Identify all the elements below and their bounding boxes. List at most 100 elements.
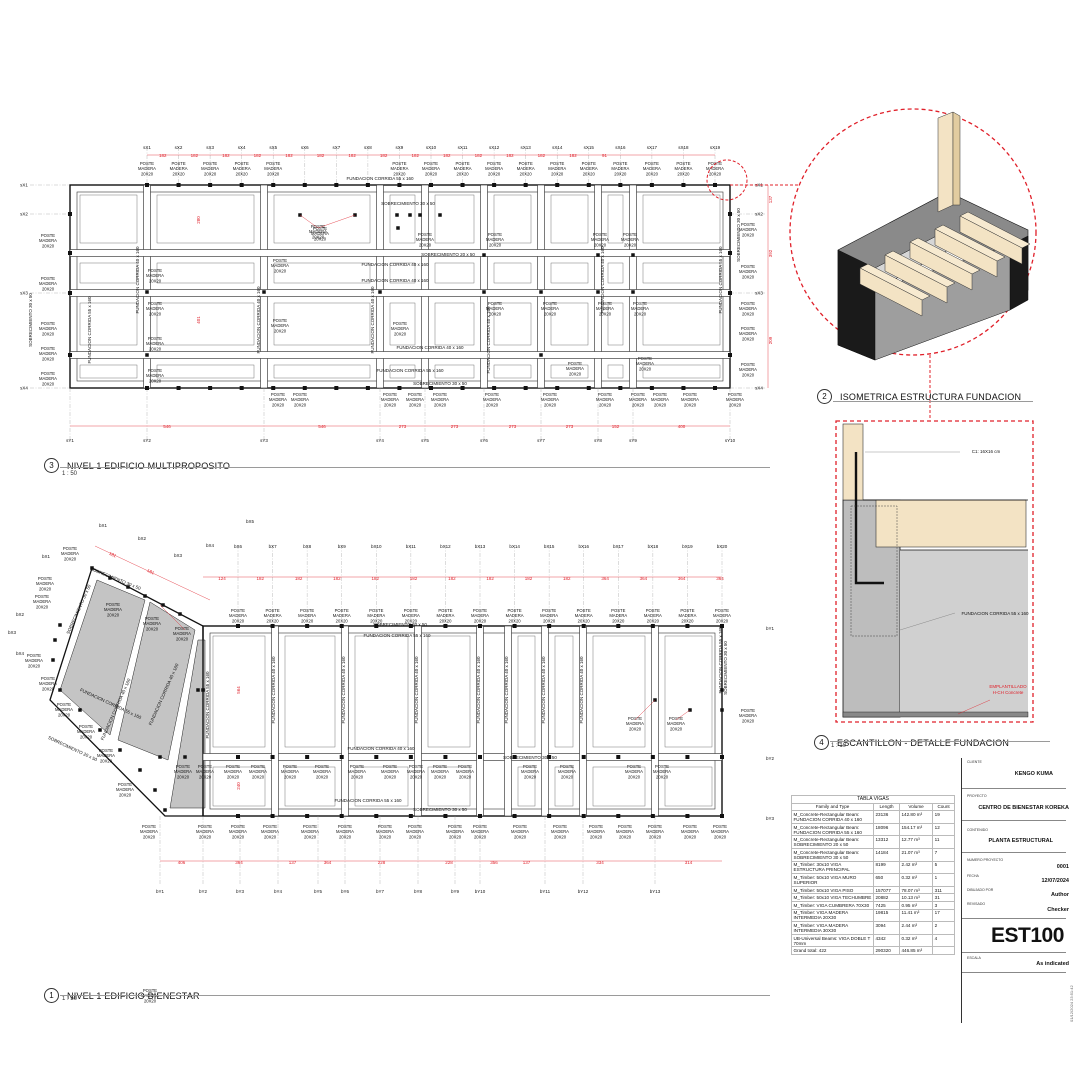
post-label: 20X20 [449,834,462,839]
tb-value: CENTRO DE BIENESTAR KOREKA [978,805,1069,811]
table-cell: 20882 [873,893,900,902]
post-label: MADERA [486,237,504,242]
post-label: POSTE [263,824,277,829]
wood-post [58,623,62,627]
post-label: 20X20 [204,171,217,176]
timber-joist-side [859,267,923,317]
foundation-label: FUNDACION CORRIDA 55 x 160 [718,626,723,694]
wood-post [138,768,142,772]
post-label: POSTE [655,764,669,769]
timber-joist-side [959,215,1023,265]
dimension-text: 182 [295,576,303,581]
grid-label: bX20 [717,544,728,549]
post-label: MADERA [626,721,644,726]
post-label: MADERA [174,769,192,774]
wood-post [438,213,442,217]
grid-label: sX16 [615,145,626,150]
post-label: MADERA [713,613,731,618]
table-row: M_Concrete-Rectangular Beam: FUNDACION C… [791,822,955,837]
post-label: MADERA [348,769,366,774]
post-label: POSTE [145,616,159,621]
post-label: 20X20 [599,402,612,407]
title-underline-2 [833,401,1033,402]
post-label: 20X20 [173,171,186,176]
grid-label: sX10 [426,145,437,150]
dimension-text: 182 [257,576,265,581]
table-cell: 290320 [873,946,900,955]
wood-post [365,183,370,187]
dimension-text: 546 [318,424,326,429]
foundation-label: SOBRECIMIENTO 30 x 50 [736,208,741,262]
post-label: POSTE [235,161,249,166]
post-label: 20X20 [232,834,245,839]
post-label: POSTE [79,724,93,729]
post-label: MADERA [621,237,639,242]
post-label: POSTE [560,764,574,769]
foundation-label: SOBRECIMIENTO 30 x 50 [723,641,728,695]
slab-panel [156,302,255,346]
wood-post [397,183,402,187]
grid-label: sX4 [238,145,246,150]
post-label: POSTE [231,608,245,613]
tb-value: Checker [1047,907,1069,913]
view-scale-3: 1 : 50 [62,471,78,477]
grid-label: sX1 [20,183,28,188]
post-label: 20X20 [524,774,537,779]
wood-post [68,251,72,255]
post-label: MADERA [483,397,501,402]
post-label: POSTE [676,161,690,166]
foundation-label: FUNDACION CORRIDA 55 x 160 [376,368,444,373]
post-label: POSTE [265,608,279,613]
slab-panel [427,635,471,748]
post-label: MADERA [173,631,191,636]
wood-post [728,212,732,216]
post-label: 20X20 [474,618,487,623]
slab-panel [434,262,475,284]
sheet-number: EST100 [991,924,1064,947]
post-label: 20X20 [176,636,189,641]
post-label: POSTE [568,361,582,366]
post-label: 20X20 [144,998,157,1003]
grid-label: sY8 [594,438,602,443]
foundation-label: SOBRECIMIENTO 30 x 50 [373,622,427,627]
table-cell: 8199 [873,860,900,875]
slab-panel [79,262,138,284]
table-cell: 4 [932,933,955,948]
post-label: MADERA [39,376,57,381]
slab-panel [284,635,336,748]
post-label: 20X20 [274,328,287,333]
post-label: POSTE [408,392,422,397]
post-label: 20X20 [419,242,432,247]
timber-beam-section [875,499,1027,548]
wood-post [397,386,402,390]
post-label: POSTE [393,321,407,326]
post-label: 20X20 [301,618,314,623]
slab-panel [493,364,532,379]
wood-post [271,183,276,187]
grid-label: bX14 [509,544,520,549]
dimension-text: 364 [235,860,243,865]
post-label: MADERA [646,829,664,834]
dimension-text: 182 [380,153,388,158]
post-label: 20X20 [379,834,392,839]
post-label: MADERA [739,269,757,274]
post-label: POSTE [507,608,521,613]
table-cell: 154.17 m³ [898,822,934,837]
wood-post [201,688,205,692]
grid-label: sX3 [20,291,28,296]
view-number: 3 [44,458,59,473]
tb-divider [962,918,1066,919]
post-label: 20X20 [434,774,447,779]
post-label: MADERA [431,397,449,402]
table-row: M_Timber: 30x10 VIGA ESTRUCTURA PRINCIPA… [791,860,955,875]
tb-value: As indicated [1036,961,1069,967]
post-label: POSTE [741,708,755,713]
foundation-label: FUNDACION CORRIDA 40 x 160 [361,278,429,283]
post-label: MADERA [138,166,156,171]
post-label: POSTE [140,161,154,166]
title-underline-3 [60,467,770,468]
post-label: 20X20 [544,311,557,316]
